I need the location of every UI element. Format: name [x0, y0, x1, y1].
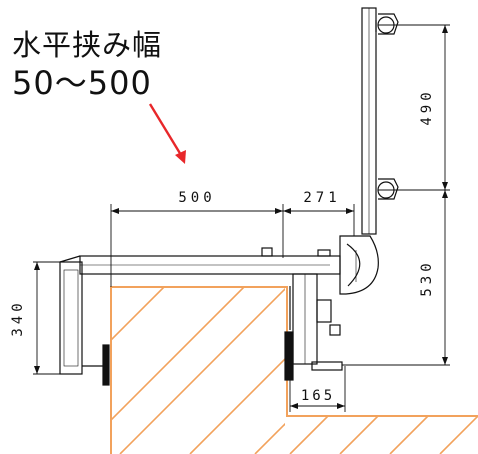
- dimension-lines: [33, 24, 450, 412]
- clamp-outline: [59, 7, 399, 386]
- pointer-arrow: [148, 103, 186, 164]
- dim-530-label: 530: [419, 259, 435, 296]
- dim-500-label: 500: [178, 190, 215, 206]
- caption-line-1: 水平挟み幅: [12, 28, 163, 62]
- caption-line-2: 50～500: [12, 64, 152, 102]
- dim-490-label: 490: [419, 88, 435, 125]
- dim-340-label: 340: [10, 299, 26, 336]
- dim-271-label: 271: [303, 190, 340, 206]
- workpiece-hatch: [110, 286, 478, 454]
- dim-165-label: 165: [301, 388, 335, 404]
